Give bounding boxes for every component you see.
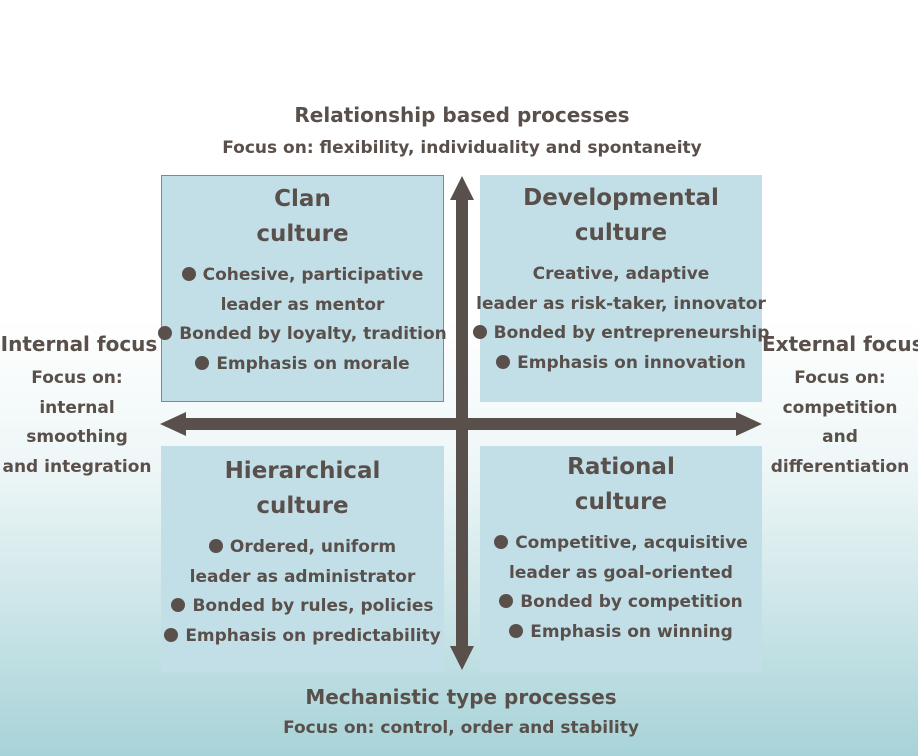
quadrant-item: leader as mentor — [158, 291, 447, 321]
right-title: External focus — [762, 332, 918, 356]
left-line: internal — [39, 397, 115, 418]
right-line: differentiation — [770, 456, 910, 477]
bottom-title: Mechanistic type processes — [305, 685, 617, 709]
quadrant-item-text: Bonded by loyalty, tradition — [179, 324, 447, 344]
bullet-icon — [496, 354, 511, 369]
quadrant-item-text: Bonded by competition — [520, 592, 743, 612]
quadrant-item: Bonded by entrepreneurship — [472, 319, 770, 349]
bullet-icon — [164, 627, 179, 642]
quadrant-item: Ordered, uniform — [164, 533, 440, 563]
quadrant-item: leader as risk-taker, innovator — [473, 290, 770, 320]
developmental-culture-items: Creative, adaptive leader as risk-taker, … — [472, 260, 770, 379]
quadrant-item: Bonded by loyalty, tradition — [158, 320, 447, 350]
bullet-icon — [472, 325, 487, 339]
bottom-subtitle: Focus on: control, order and stability — [283, 718, 639, 738]
top-subtitle: Focus on: flexibility, individuality and… — [222, 138, 702, 158]
quadrant-item-text: Cohesive, participative — [202, 265, 424, 285]
quadrant-item-text: Emphasis on morale — [216, 353, 410, 374]
quadrant-item: Emphasis on predictability — [164, 622, 441, 652]
bullet-icon — [195, 355, 210, 370]
left-line: smoothing — [26, 427, 128, 447]
bullet-icon — [208, 539, 223, 553]
quadrant-item: Cohesive, participative — [158, 261, 447, 291]
quadrant-item-text: Emphasis on predictability — [185, 625, 441, 646]
bullet-icon — [181, 267, 196, 281]
right-line: Focus on: — [794, 368, 886, 388]
quadrant-item-text: leader as goal-oriented — [509, 562, 733, 583]
quadrant-item-text: Ordered, uniform — [229, 537, 397, 557]
quadrant-item: Bonded by rules, policies — [164, 592, 440, 622]
quadrant-item-text: leader as mentor — [220, 294, 385, 315]
quadrant-item: leader as goal-oriented — [494, 559, 748, 589]
right-lines: Focus on: competition and differentiatio… — [764, 364, 916, 482]
quadrant-item-text: Emphasis on winning — [530, 621, 733, 642]
quadrant-item: leader as administrator — [164, 563, 440, 593]
quadrant-item: Competitive, acquisitive — [494, 529, 748, 559]
quadrant-item: Bonded by competition — [494, 588, 748, 618]
quadrant-item-text: Bonded by rules, policies — [192, 596, 434, 616]
bullet-icon — [509, 623, 524, 638]
bullet-icon — [494, 535, 509, 549]
quadrant-item-text: Bonded by entrepreneurship — [493, 323, 770, 343]
right-line: competition — [782, 397, 898, 418]
left-line: Focus on: — [31, 368, 123, 388]
rational-culture-items: Competitive, acquisitive leader as goal-o… — [494, 529, 748, 647]
left-lines: Focus on: internal smoothing and integra… — [0, 364, 154, 482]
quadrant-item: Emphasis on morale — [158, 350, 447, 380]
quadrant-item: Emphasis on innovation — [473, 349, 770, 379]
quadrant-item-text: Emphasis on innovation — [517, 352, 746, 373]
top-title: Relationship based processes — [294, 103, 630, 127]
quadrant-item: Creative, adaptive — [473, 260, 770, 290]
quadrant-item: Emphasis on winning — [494, 618, 748, 648]
quadrant-item-text: leader as risk-taker, innovator — [476, 293, 766, 314]
bullet-icon — [171, 598, 186, 612]
horizontal-axis-arrow — [160, 412, 762, 436]
bullet-icon — [158, 326, 173, 340]
quadrant-item-text: leader as administrator — [189, 566, 416, 587]
right-line: and — [822, 427, 858, 447]
quadrant-item-text: Competitive, acquisitive — [515, 533, 748, 553]
left-line: and integration — [2, 456, 152, 477]
quadrant-item-text: Creative, adaptive — [532, 264, 710, 284]
left-title: Internal focus — [0, 332, 158, 356]
bullet-icon — [499, 594, 514, 608]
